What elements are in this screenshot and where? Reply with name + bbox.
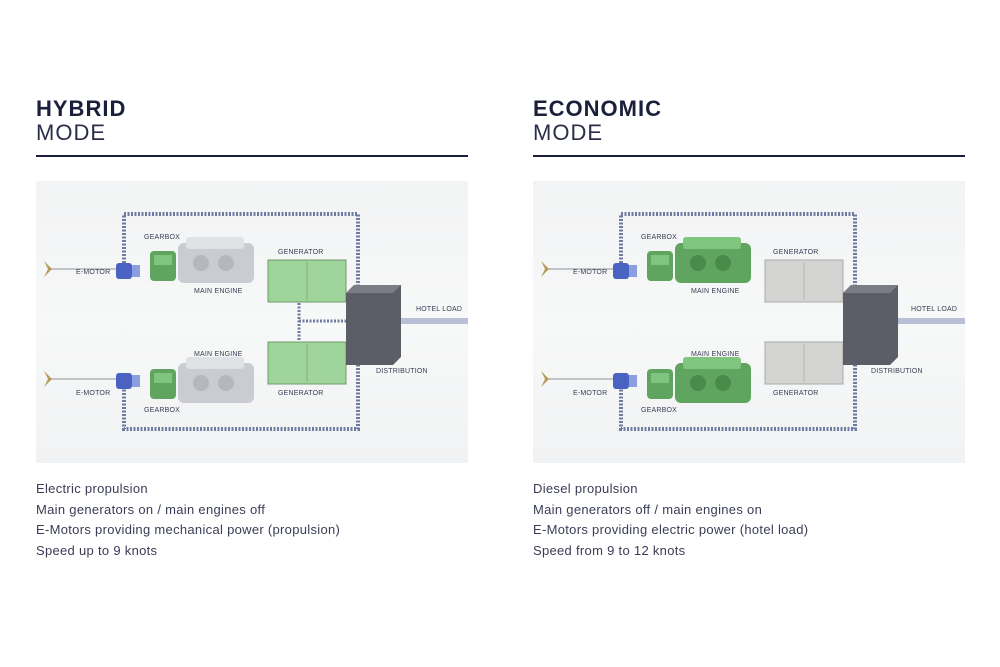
distribution-unit: [843, 285, 898, 365]
description-line: Main generators on / main engines off: [36, 501, 266, 517]
label-distribution: DISTRIBUTION: [376, 368, 428, 375]
label-distribution: DISTRIBUTION: [871, 368, 923, 375]
propeller-shaft-top: [541, 261, 615, 277]
generator-top: [267, 259, 347, 303]
label-main-engine-bottom: MAIN ENGINE: [691, 351, 740, 358]
main-engine-bottom: [178, 357, 254, 403]
label-generator-top: GENERATOR: [278, 249, 324, 256]
generator-bottom: [267, 341, 347, 385]
main-engine-top: [675, 237, 751, 283]
gearbox-top: [150, 251, 176, 281]
gearbox-bottom: [150, 369, 176, 399]
mode-description: Diesel propulsion Main generators off / …: [533, 479, 965, 562]
label-hotel-load: HOTEL LOAD: [416, 306, 462, 313]
generator-top: [764, 259, 844, 303]
generator-bottom: [764, 341, 844, 385]
panel-title-light: MODE: [36, 120, 106, 145]
label-main-engine-bottom: MAIN ENGINE: [194, 351, 243, 358]
label-emotor-bottom: E-MOTOR: [76, 390, 110, 397]
title-divider: [533, 155, 965, 157]
label-generator-bottom: GENERATOR: [278, 390, 324, 397]
mode-description: Electric propulsion Main generators on /…: [36, 479, 468, 562]
emotor-bottom: [613, 373, 637, 389]
description-line: Speed from 9 to 12 knots: [533, 543, 686, 559]
description-line: Main generators off / main engines on: [533, 501, 763, 517]
emotor-top: [613, 263, 637, 279]
panel-title-light: MODE: [533, 120, 603, 145]
panel-title-bold: HYBRID: [36, 96, 127, 121]
label-main-engine-top: MAIN ENGINE: [194, 288, 243, 295]
economic-mode-diagram: GEARBOX E-MOTOR MAIN ENGINE GENERATOR HO…: [533, 181, 965, 463]
hybrid-mode-diagram: GEARBOX E-MOTOR MAIN ENGINE GENERATOR HO…: [36, 181, 468, 463]
description-line: Speed up to 9 knots: [36, 543, 158, 559]
label-gearbox-bottom: GEARBOX: [144, 407, 180, 414]
title-divider: [36, 155, 468, 157]
propulsion-schematic: GEARBOX E-MOTOR MAIN ENGINE GENERATOR HO…: [541, 212, 965, 431]
label-gearbox-bottom: GEARBOX: [641, 407, 677, 414]
description-line: Electric propulsion: [36, 481, 148, 496]
main-engine-bottom: [675, 357, 751, 403]
gearbox-top: [647, 251, 673, 281]
emotor-bottom: [116, 373, 140, 389]
label-emotor-top: E-MOTOR: [573, 269, 607, 276]
emotor-top: [116, 263, 140, 279]
label-gearbox-top: GEARBOX: [641, 234, 677, 241]
propulsion-schematic: GEARBOX E-MOTOR MAIN ENGINE GENERATOR HO…: [44, 212, 468, 431]
label-emotor-top: E-MOTOR: [76, 269, 110, 276]
distribution-unit: [346, 285, 401, 365]
label-main-engine-top: MAIN ENGINE: [691, 288, 740, 295]
propeller-shaft-top: [44, 261, 118, 277]
label-hotel-load: HOTEL LOAD: [911, 306, 957, 313]
main-engine-top: [178, 237, 254, 283]
label-gearbox-top: GEARBOX: [144, 234, 180, 241]
description-line: E-Motors providing electric power (hotel…: [533, 522, 809, 538]
description-line: Diesel propulsion: [533, 481, 638, 496]
label-emotor-bottom: E-MOTOR: [573, 390, 607, 397]
description-line: E-Motors providing mechanical power (pro…: [36, 522, 341, 538]
gearbox-bottom: [647, 369, 673, 399]
propeller-shaft-bottom: [541, 371, 615, 387]
label-generator-top: GENERATOR: [773, 249, 819, 256]
panel-title-bold: ECONOMIC: [533, 96, 662, 121]
label-generator-bottom: GENERATOR: [773, 390, 819, 397]
propeller-shaft-bottom: [44, 371, 118, 387]
